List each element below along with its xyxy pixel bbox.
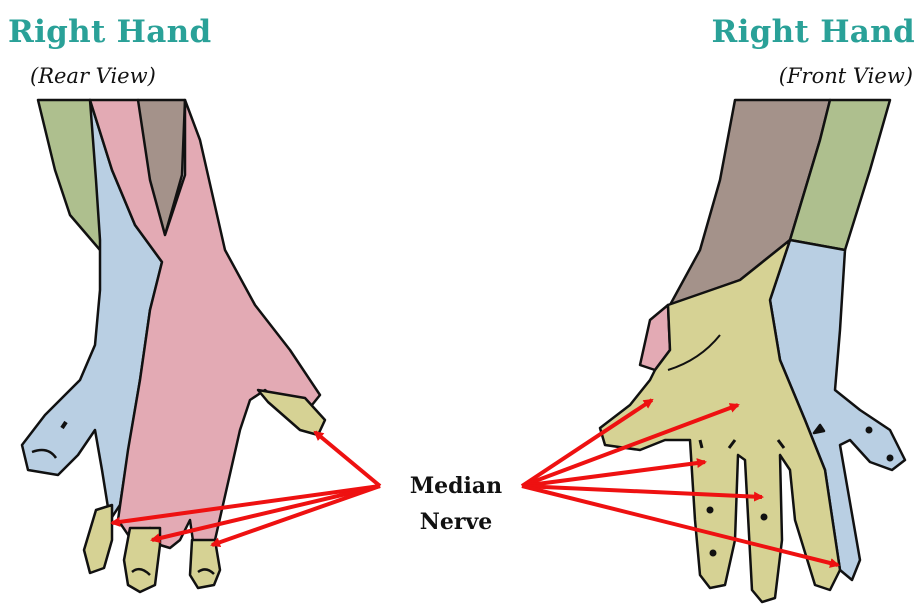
front-view-hand [600, 100, 905, 602]
median-nerve-label-line2: Nerve [386, 504, 526, 540]
rear-median-finger1 [84, 505, 112, 573]
rear-view-hand [22, 100, 325, 592]
median-nerve-label: Median Nerve [386, 468, 526, 540]
arrow-front-ring [522, 486, 838, 565]
arrow-rear-finger3 [212, 486, 380, 545]
median-nerve-label-line1: Median [386, 468, 526, 504]
arrow-rear-thumb [315, 432, 380, 486]
rear-median-finger3 [190, 540, 220, 588]
